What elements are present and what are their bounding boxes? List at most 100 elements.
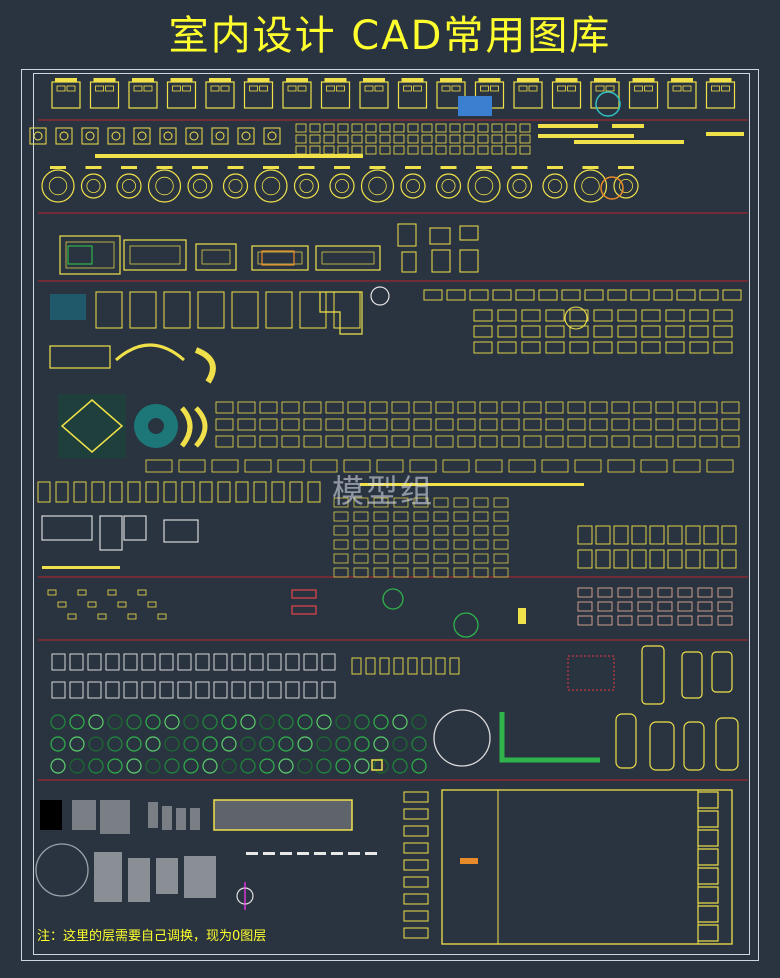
- round-table-top: [155, 176, 174, 196]
- chair-front: [105, 653, 120, 671]
- sanitary-block: [493, 511, 509, 522]
- cabinet: [55, 481, 69, 503]
- bottle-block: [393, 657, 404, 675]
- small-chair: [435, 134, 447, 144]
- person-figure: [637, 601, 653, 612]
- sanitary-block: [353, 497, 369, 508]
- person-figure: [677, 587, 693, 598]
- plant-symbol: [316, 736, 332, 752]
- bed-headboard: [247, 78, 270, 82]
- texture-swatch: [100, 800, 130, 834]
- round-table-label: [192, 166, 208, 169]
- sofa-block: [95, 291, 123, 329]
- bed-pillow: [672, 85, 682, 92]
- lounge-chair: [641, 309, 661, 322]
- bathtub: [641, 645, 665, 705]
- round-table-top: [368, 176, 387, 196]
- chair-elevation: [501, 418, 520, 431]
- round-table: [542, 173, 568, 199]
- plant-symbol: [221, 736, 237, 752]
- plant-symbol: [373, 758, 389, 774]
- bathroom-fixture: [703, 549, 719, 569]
- plant-symbol: [183, 714, 199, 730]
- small-chair: [365, 134, 377, 144]
- plant-symbol: [145, 758, 161, 774]
- equipment-block: [57, 601, 67, 608]
- sanitary-block: [413, 539, 429, 550]
- scale-bar: [314, 852, 326, 855]
- bed-pillow: [403, 85, 412, 92]
- plant-symbol: [392, 758, 408, 774]
- plant-symbol: [411, 714, 427, 730]
- round-table-top: [228, 178, 243, 193]
- sanitary-block: [433, 539, 449, 550]
- meeting-table: [315, 245, 381, 271]
- chair-front: [303, 653, 318, 671]
- texture-swatch: [176, 808, 186, 830]
- sanitary-block: [373, 539, 389, 550]
- bed-headboard: [594, 78, 616, 82]
- round-table-top: [334, 178, 349, 193]
- sanitary-block: [353, 539, 369, 550]
- sofa-block: [265, 291, 293, 329]
- orange-chairs: [261, 250, 295, 266]
- small-chair: [393, 123, 405, 133]
- car-block: [403, 808, 429, 820]
- small-chair: [407, 123, 419, 133]
- round-table: [329, 173, 355, 199]
- lounge-chair: [665, 309, 685, 322]
- bed-pillow: [182, 85, 191, 92]
- chair: [215, 131, 225, 141]
- chair-elevation: [215, 401, 234, 414]
- meeting-table-top: [65, 241, 115, 269]
- person-figure: [597, 601, 613, 612]
- armchair: [699, 289, 719, 301]
- sanitary-block: [333, 497, 349, 508]
- small-chair: [351, 123, 363, 133]
- plant-pot: [371, 759, 383, 771]
- round-table: [187, 173, 213, 199]
- desk-block: [431, 249, 451, 273]
- lounge-chair: [617, 325, 637, 338]
- side-table: [370, 286, 390, 306]
- small-chair: [295, 134, 307, 144]
- bed-headboard: [132, 78, 154, 82]
- round-table: [613, 173, 639, 199]
- person-figure: [677, 601, 693, 612]
- small-chair: [491, 134, 503, 144]
- lounge-chair: [497, 309, 517, 322]
- chair: [59, 131, 69, 141]
- chair-elevation: [523, 435, 542, 448]
- bench-elevation: [508, 459, 536, 473]
- scale-bar: [297, 852, 309, 855]
- small-chair: [519, 145, 531, 155]
- bed-block: [551, 81, 582, 109]
- sanitary-block: [473, 497, 489, 508]
- round-table-top: [512, 178, 527, 193]
- bottle-block: [365, 657, 376, 675]
- bed-pillow: [143, 85, 153, 92]
- chair-elevation: [413, 401, 432, 414]
- equipment-block: [67, 613, 77, 620]
- bottle-block: [449, 657, 460, 675]
- bed-block: [243, 81, 274, 109]
- green-fixture: [453, 612, 479, 638]
- bed-headboard: [93, 78, 116, 82]
- sanitary-block: [493, 567, 509, 578]
- plant-symbol: [354, 758, 370, 774]
- bathtub: [681, 651, 703, 699]
- bed-headboard: [363, 78, 385, 82]
- lounge-chair: [521, 341, 541, 354]
- bed-block: [282, 81, 312, 109]
- round-table-label: [85, 166, 102, 169]
- cabinet: [307, 481, 321, 503]
- bench-elevation: [706, 459, 734, 473]
- round-table-label: [121, 166, 137, 169]
- bathtub: [711, 651, 733, 693]
- round-table-label: [227, 166, 244, 169]
- small-chair: [323, 123, 335, 133]
- lounge-chair: [641, 341, 661, 354]
- car-block: [403, 791, 429, 803]
- chair-elevation: [281, 418, 300, 431]
- door-block: [163, 519, 199, 543]
